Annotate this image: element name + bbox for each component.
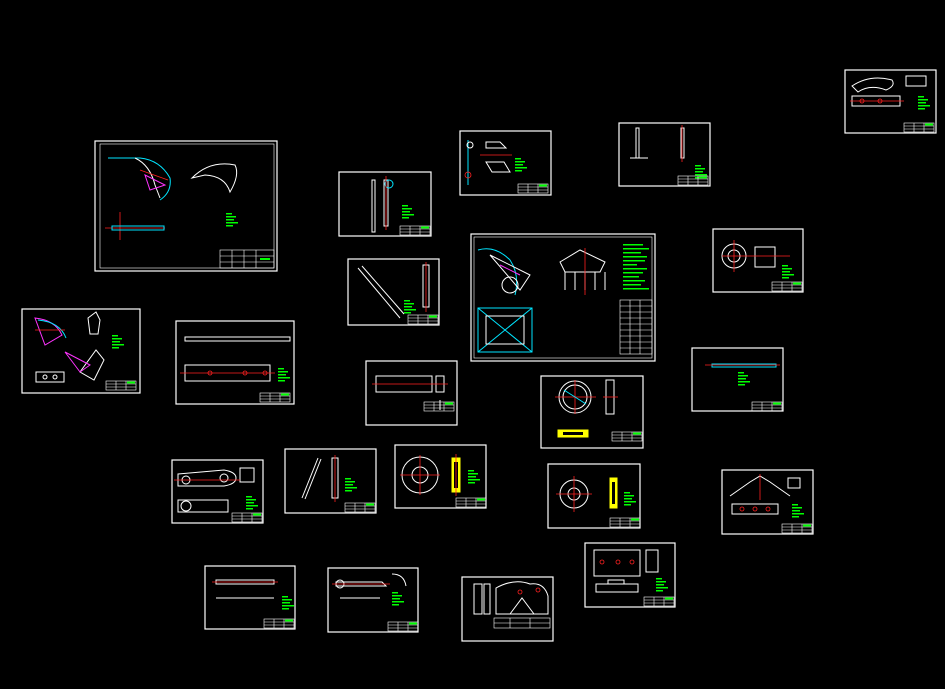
drawing-sheet-rod-pair[interactable] bbox=[618, 122, 711, 187]
drawing-sheet-hook-bracket[interactable] bbox=[844, 69, 937, 134]
drawing-sheet-long-bar[interactable] bbox=[691, 347, 784, 412]
drawing-sheet-bracket-part[interactable] bbox=[459, 130, 552, 196]
drawing-sheet-disc-flange-2[interactable] bbox=[547, 463, 641, 529]
drawing-sheet-disc-flange[interactable] bbox=[394, 444, 487, 509]
drawing-sheet-long-plate[interactable] bbox=[175, 320, 295, 405]
drawing-sheet-lever-arm[interactable] bbox=[171, 459, 264, 524]
drawing-sheet-slanted-rod[interactable] bbox=[284, 448, 377, 514]
drawing-sheet-curved-blade[interactable] bbox=[21, 308, 141, 394]
drawing-sheet-flange-small[interactable] bbox=[712, 228, 804, 293]
drawing-sheet-thin-bar[interactable] bbox=[204, 565, 296, 630]
drawing-sheet-main-assembly[interactable] bbox=[470, 233, 656, 362]
drawing-sheet-assembly-frame[interactable] bbox=[94, 140, 278, 272]
drawing-sheet-cam-plate[interactable] bbox=[461, 576, 554, 642]
drawing-sheet-shaft-key[interactable] bbox=[327, 567, 419, 633]
drawing-sheet-disc-with-strip[interactable] bbox=[540, 375, 644, 449]
drawing-sheet-block-part[interactable] bbox=[365, 360, 458, 426]
drawing-sheet-plate-bend[interactable] bbox=[721, 469, 814, 535]
drawing-sheet-mounting-plate[interactable] bbox=[584, 542, 676, 608]
drawing-sheet-inclined-link[interactable] bbox=[347, 258, 440, 326]
drawing-sheet-shaft-pin[interactable] bbox=[338, 171, 432, 237]
